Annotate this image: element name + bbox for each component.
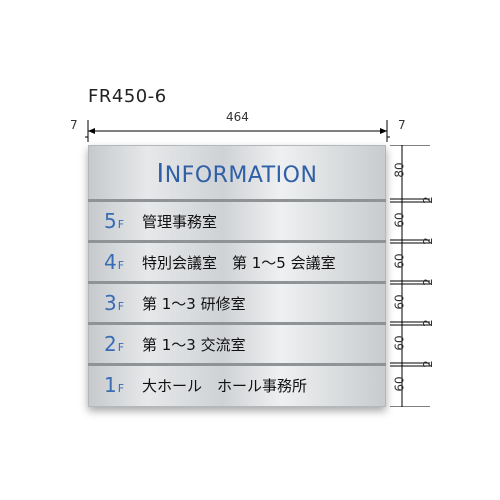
floor-number: 3F xyxy=(104,291,125,315)
room-names: 管理事務室 xyxy=(142,213,218,231)
room-names: 第 1～3 研修室 xyxy=(142,295,246,313)
floor-row-4: 4F 特別会議室 第 1～5 会議室 xyxy=(88,240,386,280)
total-width-label: 464 xyxy=(226,110,249,124)
gap-label: 2 xyxy=(420,360,435,368)
side-margin-left-label: 7 xyxy=(70,118,78,132)
gap-label: 2 xyxy=(420,319,435,327)
side-margin-right-label: 7 xyxy=(398,118,406,132)
width-dimension xyxy=(85,120,390,142)
gap-label: 2 xyxy=(420,196,435,204)
floor-row-3: 3F 第 1～3 研修室 xyxy=(88,281,386,321)
row-height-label: 60 xyxy=(392,335,407,351)
floor-row-5: 5F 管理事務室 xyxy=(88,199,386,239)
header-height-label: 80 xyxy=(392,162,407,178)
gap-label: 2 xyxy=(420,278,435,286)
row-height-label: 60 xyxy=(392,212,407,228)
floor-number: 2F xyxy=(104,332,125,356)
row-height-label: 60 xyxy=(392,253,407,269)
floor-number: 4F xyxy=(104,250,125,274)
room-names: 第 1～3 交流室 xyxy=(142,336,246,354)
floor-row-1: 1F 大ホール ホール事務所 xyxy=(88,363,386,403)
room-names: 特別会議室 第 1～5 会議室 xyxy=(142,254,336,272)
floor-row-2: 2F 第 1～3 交流室 xyxy=(88,322,386,362)
floor-number: 1F xyxy=(104,373,125,397)
heading-cap: I xyxy=(156,159,165,189)
information-heading: INFORMATION xyxy=(88,159,386,189)
row-height-label: 60 xyxy=(392,376,407,392)
sign-header: INFORMATION xyxy=(88,145,386,201)
row-height-label: 60 xyxy=(392,294,407,310)
heading-rest: NFORMATION xyxy=(164,163,318,188)
directory-sign: INFORMATION 5F 管理事務室 4F 特別会議室 第 1～5 会議室 … xyxy=(88,145,386,407)
room-names: 大ホール ホール事務所 xyxy=(142,377,308,395)
model-number: FR450-6 xyxy=(88,86,167,107)
gap-label: 2 xyxy=(420,237,435,245)
floor-number: 5F xyxy=(104,209,125,233)
height-dimensions xyxy=(390,145,430,407)
